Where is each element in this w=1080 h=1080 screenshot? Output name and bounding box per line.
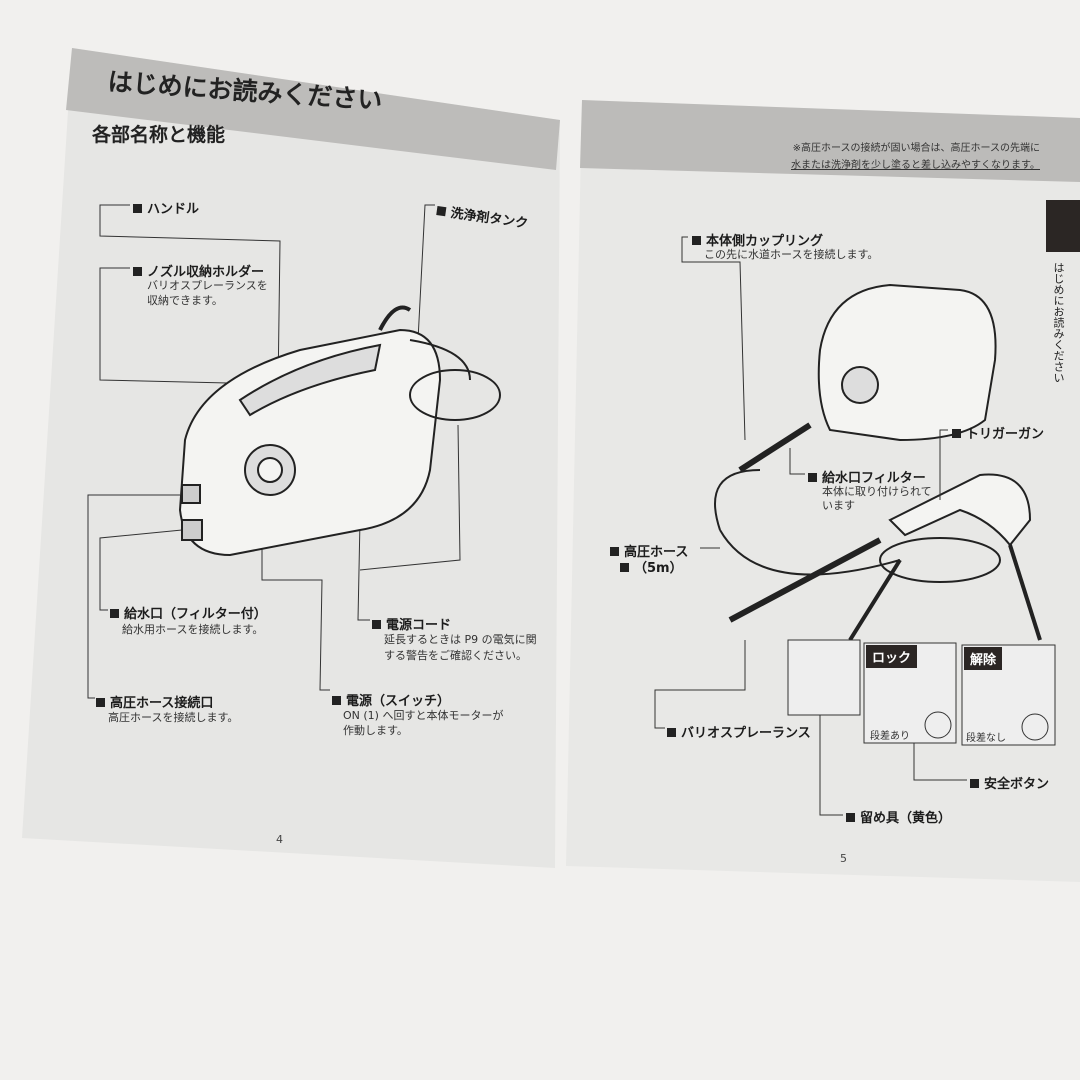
part-handle: ハンドル bbox=[133, 198, 199, 217]
nozzle-holder-desc-1: バリオスプレーランスを bbox=[147, 279, 268, 292]
accessories-illustration bbox=[714, 283, 1042, 642]
side-tab-block bbox=[1046, 200, 1080, 252]
page-number-left: 4 bbox=[276, 833, 283, 846]
part-inlet-filter: 給水口フィルター bbox=[808, 467, 926, 486]
clip-panel bbox=[787, 639, 861, 716]
part-coupling: 本体側カップリング bbox=[692, 230, 823, 249]
water-inlet-desc: 給水用ホースを接続します。 bbox=[122, 623, 264, 636]
inlet-filter-desc-2: います bbox=[822, 499, 855, 512]
section-subtitle: 各部名称と機能 bbox=[92, 124, 226, 146]
hose-connector-desc: 高圧ホースを接続します。 bbox=[108, 711, 239, 724]
coupling-desc: この先に水道ホースを接続します。 bbox=[704, 248, 879, 261]
part-safety-button: 安全ボタン bbox=[970, 773, 1049, 792]
lock-tag: ロック bbox=[866, 645, 918, 668]
lock-closed-icon bbox=[924, 711, 952, 739]
right-header-band bbox=[580, 100, 1080, 182]
hose-length: （5m） bbox=[620, 557, 683, 576]
nozzle-holder-desc-2: 収納できます。 bbox=[147, 294, 223, 307]
part-nozzle-holder: ノズル収納ホルダー bbox=[133, 261, 264, 280]
lock-caption: 段差あり bbox=[870, 731, 910, 742]
part-water-inlet: 給水口（フィルター付） bbox=[110, 603, 267, 622]
power-switch-desc-2: 作動します。 bbox=[343, 724, 408, 737]
part-trigger-gun: トリガーガン bbox=[952, 423, 1044, 442]
inlet-filter-desc-1: 本体に取り付けられて bbox=[822, 485, 932, 498]
pressure-washer-illustration bbox=[178, 305, 501, 557]
part-power-cord: 電源コード bbox=[372, 614, 451, 633]
page-number-right: 5 bbox=[840, 852, 847, 865]
lock-open-icon bbox=[1021, 713, 1049, 741]
power-cord-desc-2: する警告をご確認ください。 bbox=[384, 649, 527, 662]
side-tab-label: はじめにお読みください bbox=[1052, 262, 1065, 383]
note-line-2: 水または洗浄剤を少し塗ると差し込みやすくなります。 bbox=[791, 160, 1040, 171]
power-switch-desc-1: ON (1) へ回すと本体モーターが bbox=[343, 709, 504, 722]
part-hose-connector: 高圧ホース接続口 bbox=[96, 692, 213, 711]
note-line-1: ※高圧ホースの接続が固い場合は、高圧ホースの先端に bbox=[792, 143, 1040, 154]
part-power-switch: 電源（スイッチ） bbox=[332, 690, 450, 709]
unlock-tag: 解除 bbox=[964, 647, 1003, 670]
power-cord-desc-1: 延長するときは P9 の電気に関 bbox=[384, 633, 537, 646]
part-clip: 留め具（黄色） bbox=[846, 807, 951, 826]
part-vario-lance: バリオスプレーランス bbox=[667, 722, 811, 741]
left-header-band bbox=[66, 48, 560, 170]
unlock-caption: 段差なし bbox=[966, 733, 1006, 744]
